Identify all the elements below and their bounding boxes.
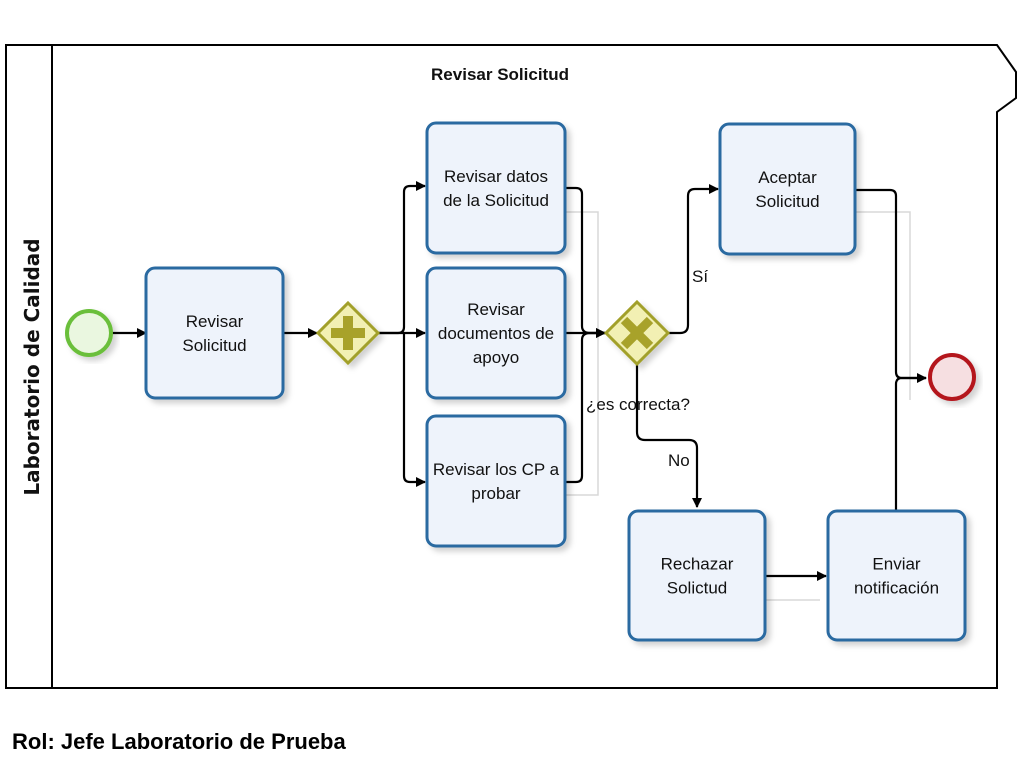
lane-label: Laboratorio de Calidad — [20, 238, 44, 495]
task-enviar: Enviar notificación — [826, 509, 967, 642]
task-box — [425, 414, 567, 548]
task-label: Solictud — [667, 579, 727, 598]
task-cp: Revisar los CP a probar — [425, 414, 567, 548]
end-event — [928, 353, 976, 401]
flow-enviar-to-end — [894, 376, 926, 510]
task-datos: Revisar datos de la Solicitud — [425, 121, 567, 255]
sequence-flows — [112, 181, 927, 581]
task-box — [718, 122, 857, 256]
yes-label: Sí — [692, 267, 708, 286]
no-label: No — [668, 451, 690, 470]
task-label: notificación — [854, 579, 939, 598]
task-label: Aceptar — [758, 168, 817, 187]
task-box — [627, 509, 767, 642]
task-box — [425, 121, 567, 255]
flow-cp-to-decision — [565, 331, 605, 484]
decision-label: ¿es correcta? — [586, 395, 690, 414]
task-docs: Revisar documentos de apoyo — [425, 266, 567, 400]
exclusive-gateway — [603, 299, 671, 367]
task-label: probar — [471, 484, 520, 503]
parallel-gateway — [315, 300, 381, 366]
task-box — [425, 266, 567, 400]
x-icon — [620, 316, 654, 350]
task-label: Solicitud — [182, 336, 246, 355]
plus-icon — [331, 316, 365, 350]
flow-gateway-to-cp — [402, 333, 426, 487]
task-label: Revisar los CP a — [433, 460, 560, 479]
task-label: apoyo — [473, 348, 519, 367]
task-label: Rechazar — [661, 555, 734, 574]
role-caption: Rol: Jefe Laboratorio de Prueba — [12, 729, 346, 754]
task-label: Solicitud — [755, 192, 819, 211]
task-label: Revisar datos — [444, 167, 548, 186]
task-label: Enviar — [872, 555, 921, 574]
pool-title: Revisar Solicitud — [431, 65, 569, 84]
task-label: de la Solicitud — [443, 191, 549, 210]
flow-decision-no — [635, 365, 702, 508]
task-label: Revisar — [467, 300, 525, 319]
start-event — [65, 309, 113, 357]
flow-decision-yes — [668, 184, 719, 335]
task-box — [826, 509, 967, 642]
task-label: documentos de — [438, 324, 554, 343]
task-box — [144, 266, 285, 400]
task-label: Revisar — [186, 312, 244, 331]
